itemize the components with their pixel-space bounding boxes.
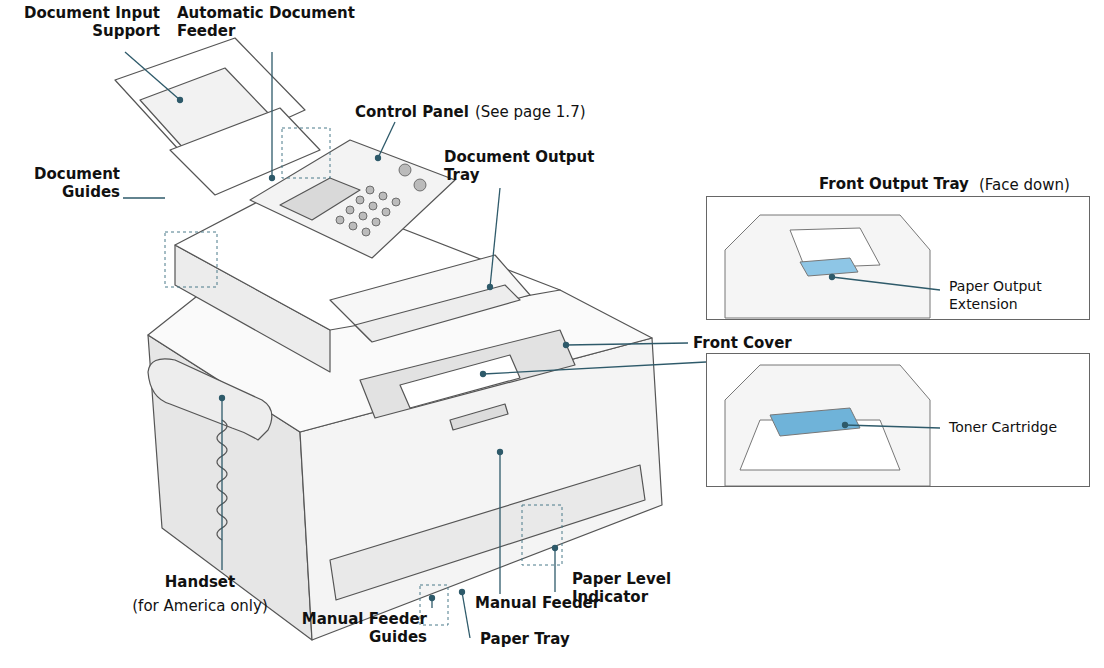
- part-label: Manual Feeder Guides: [277, 610, 427, 646]
- part-label: Control Panel: [355, 103, 485, 121]
- part-label: Document Guides: [5, 165, 120, 201]
- inset-label: Paper Output Extension: [949, 277, 1064, 313]
- inset-label: Toner Cartridge: [949, 418, 1089, 436]
- part-label: Front Cover: [693, 334, 823, 352]
- part-label: Paper Tray: [480, 630, 600, 648]
- inset-label: (Face down): [979, 176, 1089, 194]
- part-label: Handset: [100, 573, 300, 591]
- inset-box: Toner Cartridge: [706, 353, 1090, 487]
- part-label: Document Input Support: [0, 4, 160, 40]
- part-label: (See page 1.7): [475, 103, 615, 121]
- part-label: Manual Feeder: [475, 594, 625, 612]
- part-label: Document Output Tray: [444, 148, 619, 184]
- part-label: (for America only): [100, 597, 300, 615]
- inset-heading: Front Output Tray: [819, 175, 989, 193]
- inset-box: Front Output Tray(Face down)Paper Output…: [706, 196, 1090, 320]
- part-label: Automatic Document Feeder: [177, 4, 372, 40]
